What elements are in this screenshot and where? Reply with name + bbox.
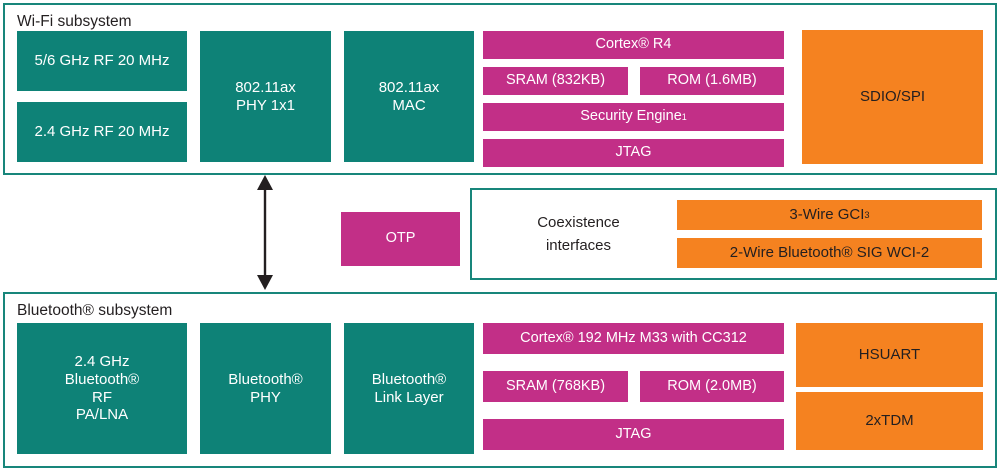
coex-3-wire-gci-label: 3-Wire GCI: [789, 206, 865, 224]
wifi-sram-block: SRAM (832KB): [483, 67, 628, 95]
wifi-security-engine-label: Security Engine: [580, 108, 682, 125]
wifi-sdio-spi-block: SDIO/SPI: [802, 30, 983, 164]
wifi-rom-block: ROM (1.6MB): [640, 67, 784, 95]
otp-block: OTP: [341, 212, 460, 266]
bluetooth-subsystem-label: Bluetooth® subsystem: [17, 302, 173, 319]
bluetooth-phy-block: Bluetooth® PHY: [200, 323, 331, 454]
wifi-cortex-r4-block: Cortex® R4: [483, 31, 784, 59]
wifi-rf-5-6ghz-block: 5/6 GHz RF 20 MHz: [17, 31, 187, 91]
bluetooth-rf-block: 2.4 GHz Bluetooth® RF PA/LNA: [17, 323, 187, 454]
bluetooth-cortex-m33-block: Cortex® 192 MHz M33 with CC312: [483, 323, 784, 354]
wifi-phy-block: 802.11ax PHY 1x1: [200, 31, 331, 162]
wifi-mac-block: 802.11ax MAC: [344, 31, 474, 162]
wifi-jtag-block: JTAG: [483, 139, 784, 167]
wifi-subsystem-label: Wi-Fi subsystem: [17, 13, 132, 30]
coex-2-wire-wci2-block: 2-Wire Bluetooth® SIG WCI-2: [677, 238, 982, 268]
bluetooth-link-layer-block: Bluetooth® Link Layer: [344, 323, 474, 454]
bluetooth-sram-block: SRAM (768KB): [483, 371, 628, 402]
subsystem-connector-arrow: [251, 175, 279, 290]
coex-2-wire-wci2-label: 2-Wire Bluetooth® SIG WCI-2: [729, 244, 930, 262]
wifi-rf-2-4ghz-block: 2.4 GHz RF 20 MHz: [17, 102, 187, 162]
bluetooth-2xtdm-block: 2xTDM: [796, 392, 983, 450]
coexistence-interfaces-label: Coexistence interfaces: [537, 213, 620, 254]
bluetooth-jtag-block: JTAG: [483, 419, 784, 450]
bluetooth-rom-block: ROM (2.0MB): [640, 371, 784, 402]
bluetooth-hsuart-block: HSUART: [796, 323, 983, 387]
